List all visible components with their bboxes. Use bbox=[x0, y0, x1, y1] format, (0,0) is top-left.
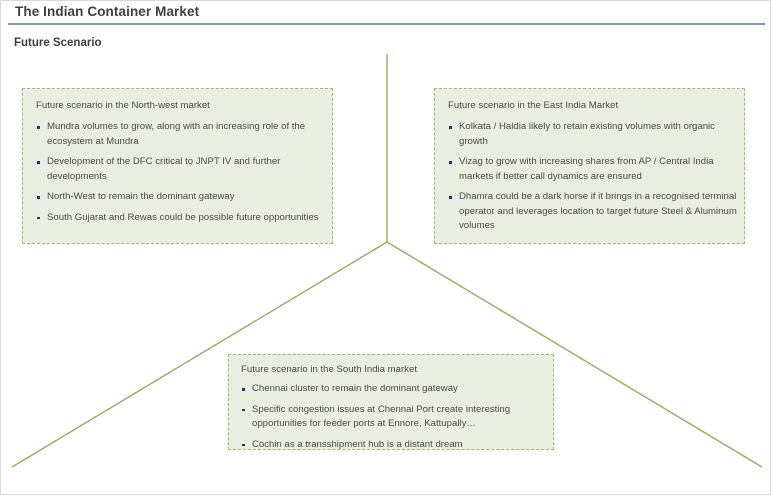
bullet-list-northwest: Mundra volumes to grow, along with an in… bbox=[36, 120, 326, 225]
bullet-list-south: Chennai cluster to remain the dominant g… bbox=[241, 382, 546, 452]
list-item: Kolkata / Haldia likely to retain existi… bbox=[448, 120, 740, 149]
page-subtitle: Future Scenario bbox=[14, 37, 102, 49]
scenario-box-northwest: Future scenario in the North-west market… bbox=[22, 88, 333, 244]
list-item: Dhamra could be a dark horse if it bring… bbox=[448, 190, 740, 234]
title-divider bbox=[8, 23, 765, 25]
box-heading-south: Future scenario in the South India marke… bbox=[241, 364, 417, 375]
bullet-list-east: Kolkata / Haldia likely to retain existi… bbox=[448, 120, 740, 234]
list-item: South Gujarat and Rewas could be possibl… bbox=[36, 211, 326, 226]
list-item: Development of the DFC critical to JNPT … bbox=[36, 155, 326, 184]
list-item: Chennai cluster to remain the dominant g… bbox=[241, 382, 546, 397]
page-title: The Indian Container Market bbox=[15, 4, 200, 19]
scenario-box-south: Future scenario in the South India marke… bbox=[228, 354, 554, 450]
list-item: Vizag to grow with increasing shares fro… bbox=[448, 155, 740, 184]
list-item: Mundra volumes to grow, along with an in… bbox=[36, 120, 326, 149]
scenario-box-east: Future scenario in the East India Market… bbox=[434, 88, 745, 244]
list-item: Specific congestion issues at Chennai Po… bbox=[241, 403, 546, 432]
box-heading-east: Future scenario in the East India Market bbox=[448, 100, 619, 111]
list-item: North-West to remain the dominant gatewa… bbox=[36, 190, 326, 205]
list-item: Cochin as a transshipment hub is a dista… bbox=[241, 438, 546, 453]
box-heading-northwest: Future scenario in the North-west market bbox=[36, 100, 210, 111]
